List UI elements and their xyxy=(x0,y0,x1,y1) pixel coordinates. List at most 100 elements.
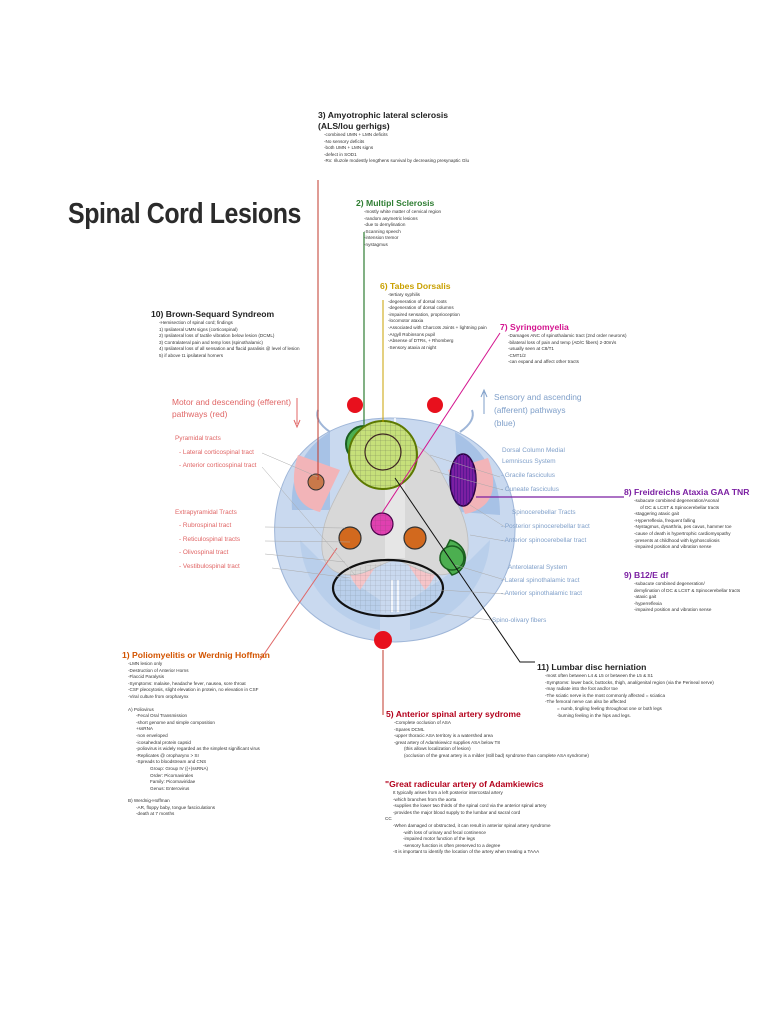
lateral-cst-left xyxy=(307,473,325,491)
ms-line: -random asymetric lesions xyxy=(364,215,418,221)
lateral-stt-label: - Lateral spinothalamic tract xyxy=(501,577,580,584)
anterolateral-label: Anterolateral System xyxy=(508,564,568,571)
polio-taxonomy: Genus: Enterovirus xyxy=(150,785,190,791)
ms-block: 2) Multipl Sclerosis -mostly white matte… xyxy=(356,198,441,249)
anterior-spinal-artery xyxy=(374,631,392,649)
polio-line: -CSF pleocytosis, slight elevation in pr… xyxy=(128,687,259,693)
b12-block: 9) B12/E df -subacute combined degenerat… xyxy=(624,570,740,614)
motor-title-2: pathways (red) xyxy=(172,409,228,419)
polio-sub-a-line: +ssRNA xyxy=(136,726,153,732)
cuneate-text: Cuneate fasciculus xyxy=(504,486,559,493)
anterior-stt-label: - Anterior spinothalamic tract xyxy=(501,590,582,597)
disc-line: -The femoral nerve can also be affected xyxy=(545,699,627,705)
syringomyelia-line: -CMT1/2 xyxy=(508,352,526,358)
tabes-line: -tertiary syphilis xyxy=(388,292,420,297)
brown-sequard-line: -Hemisection of spinal cord; findings xyxy=(159,320,233,325)
polio-taxonomy: Order: Picornavirales xyxy=(150,772,194,778)
friedreich-line: -cause of death is hypertrophic cardiomy… xyxy=(634,530,731,536)
posterior-sct-label: - Posterior spinocerebellar tract xyxy=(501,523,590,530)
ms-heading: 2) Multipl Sclerosis xyxy=(356,198,435,208)
tabes-line: -degeneration of dorsal roots xyxy=(388,298,447,304)
polio-sub-a-line: -poliovirus is widely regarded as the si… xyxy=(136,746,260,752)
polio-sub-a: A) Poliovirus xyxy=(128,706,154,712)
asa-block: 5) Anterior spinal artery sydrome -Compl… xyxy=(386,709,589,760)
polio-heading: 1) Poliomyelitis or Werdnig Hoffman xyxy=(122,650,270,660)
lateral-stt-circle xyxy=(439,545,465,571)
b12-line: -hyperreflexia xyxy=(634,600,662,606)
brown-sequard-line: 2) Ipsilateral loss of tactile vibration… xyxy=(159,333,275,339)
adamkiewicz-line: It typically arises from a left posterio… xyxy=(393,790,503,795)
syringomyelia-line: -can expand and affect other tracts xyxy=(508,359,579,365)
adamkiewicz-block: "Great radicular artery of Adamkiewics I… xyxy=(385,779,551,856)
tabes-line: -Argyll Robinsons pupil xyxy=(388,331,435,337)
brown-sequard-line: 4) Ipsilateral loss of all sensation and… xyxy=(159,346,300,352)
adamkiewicz-cc-line: -with loss of urinary and fecal continen… xyxy=(403,829,486,835)
friedreich-line: -Nystagmus, dysarthria, pes cavus, hamme… xyxy=(634,524,732,530)
sensory-title-2: (afferent) pathways xyxy=(494,405,566,415)
brown-sequard-line: 3) Contralateral pain and temp loss (spi… xyxy=(159,339,263,345)
als-marker xyxy=(347,397,363,413)
rubrospinal-text: Rubrospinal tract xyxy=(182,522,232,529)
friedreich-line: -impaired position and vibration sense xyxy=(634,544,712,550)
b12-line: demylination of DC & LCST & Spinocerebel… xyxy=(634,587,741,593)
lateral-stt-text: Lateral spinothalamic tract xyxy=(504,577,580,584)
polio-line: -Flaccid Paralysis xyxy=(128,674,164,680)
ms-line: -nystagmus xyxy=(364,241,388,247)
dcml-label-1: Dorsal Column Medial xyxy=(502,447,565,454)
polio-line: -Viral culture from oropharynx xyxy=(128,693,189,699)
polio-line: -Destruction of Anterior Horns xyxy=(128,667,189,673)
tabes-line: -locomotor ataxia xyxy=(388,318,424,324)
polio-sub-a-line: -Fecal Oral Transmission xyxy=(136,713,188,719)
polio-taxonomy: Family: Picornaviridae xyxy=(150,779,196,785)
adamkiewicz-cc-line: -When damaged or obstructed, it can resu… xyxy=(393,822,551,828)
sensory-title-3: (blue) xyxy=(494,418,516,428)
adamkiewicz-cc-line: -sensory function is often preserved to … xyxy=(403,842,501,848)
als-block: 3) Amyotrophic lateral sclerosis (ALS/lo… xyxy=(318,110,469,165)
polio-sub-a-line: -icosahedral protein capsid xyxy=(136,739,191,745)
pyramidal-label: Pyramidal tracts xyxy=(175,435,221,442)
lateral-cst-label: - Lateral corticospinal tract xyxy=(179,449,254,456)
cuneate-label: - Cuneate fasciculus xyxy=(501,486,559,493)
adamkiewicz-line: -which branches from the aorta xyxy=(393,796,457,802)
polio-sub-a-line: -Replicates @ oropharynx > SI xyxy=(136,752,199,758)
als-heading: 3) Amyotrophic lateral sclerosis xyxy=(318,110,449,120)
adamkiewicz-cc: CC xyxy=(385,816,392,822)
olivospinal-label: - Olivospinal tract xyxy=(179,549,229,556)
brown-sequard-heading: 10) Brown-Sequard Syndreom xyxy=(151,309,275,319)
asa-line: -Spares DCML xyxy=(394,726,425,732)
anterior-cst-label: - Anterior corticospinal tract xyxy=(179,462,257,469)
disc-block: 11) Lumbar disc herniation -most often b… xyxy=(537,662,714,719)
polio-lesion-right xyxy=(403,526,427,550)
asa-line: (this allows localization of lesion) xyxy=(404,746,471,752)
anterior-sct-text: Anterior spinocerebellar tract xyxy=(504,537,587,544)
reticulospinal-label: - Reticulospinal tracts xyxy=(179,536,241,543)
disc-line: -The sciatic nerve is the most commonly … xyxy=(545,692,666,698)
polio-lesion-left xyxy=(338,526,362,550)
als-line: -defect in SOD1 xyxy=(324,151,357,157)
syringomyelia-block: 7) Syringomyelia -Damages ANC of spinoth… xyxy=(500,322,626,366)
dcml-label-2: Lemniscus System xyxy=(502,458,556,465)
anterior-stt-text: Anterior spinothalamic tract xyxy=(504,590,582,597)
polio-taxonomy: Group: Group IV ((+)ssRNA) xyxy=(150,765,209,771)
page-title: Spinal Cord Lesions xyxy=(68,198,301,230)
disc-line: -Symptoms: lower back, buttocks, thigh, … xyxy=(545,679,714,685)
friedreich-line: -Hyperreflexia, frequent falling xyxy=(634,517,696,523)
reticulospinal-text: Reticulospinal tracts xyxy=(182,536,241,543)
ms-line: -Scanning speech xyxy=(364,228,401,234)
vestibulospinal-text: Vestibulospinal tract xyxy=(182,563,240,570)
anterior-sct-label: - Anterior spinocerebellar tract xyxy=(501,537,587,544)
disc-line: -may radiate into the foot and/or toe xyxy=(545,686,618,692)
disc-line: -most often between L4 & L5 or between t… xyxy=(545,673,654,678)
spino-olivary-label: Spino-olivary fibers xyxy=(492,617,547,624)
brown-sequard-line: 1) Ipsilateral UMN signs (corticospinal) xyxy=(159,326,238,332)
als-line: -combined UMN + LMN deficits xyxy=(324,132,388,137)
disc-line: = numb, tingling feeling throughout one … xyxy=(557,705,662,711)
syringomyelia-heading: 7) Syringomyelia xyxy=(500,322,569,332)
friedreich-line: of DC & LCST & Spinocerebellar tracts xyxy=(640,504,720,510)
disc-heading: 11) Lumbar disc herniation xyxy=(537,662,647,672)
anterior-cst-text: Anterior corticospinal tract xyxy=(182,462,257,469)
tabes-line: -degeneration of dorsal columns xyxy=(388,305,454,311)
polio-sub-a-line: -short genome and simple composition xyxy=(136,719,215,725)
ms-line: -mostly white matter of cervical region xyxy=(364,209,442,214)
ms-line: -intension tremor xyxy=(364,235,399,241)
